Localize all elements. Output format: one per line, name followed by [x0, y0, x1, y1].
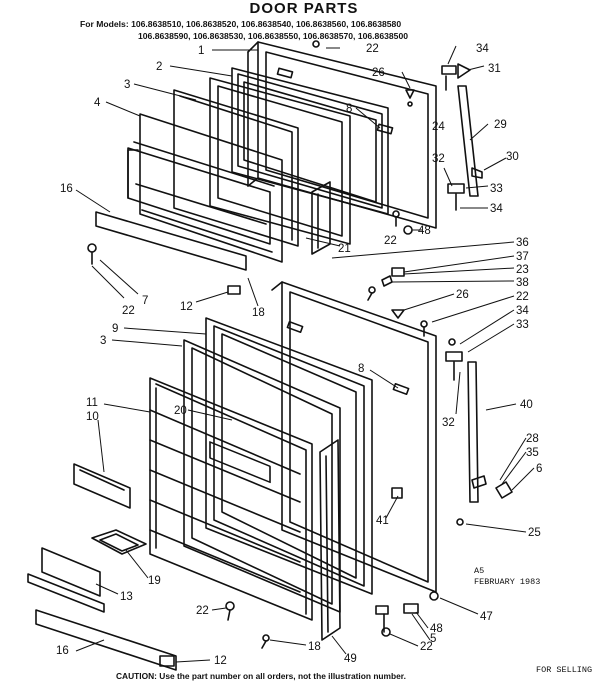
callout-22: 22	[516, 291, 529, 303]
callout-38: 38	[516, 277, 529, 289]
callout-25: 25	[528, 527, 541, 539]
model-list: For Models: 106.8638510, 106.8638520, 10…	[80, 18, 408, 42]
freezer-outer-door-panel	[247, 41, 437, 229]
fresh-food-closure-bar	[467, 361, 487, 503]
callout-34: 34	[516, 305, 529, 317]
fresh-food-shelf-front-bar	[35, 609, 177, 671]
callout-48: 48	[418, 225, 431, 237]
callout-20: 20	[174, 405, 187, 417]
callout-22: 22	[196, 605, 209, 617]
page-title: DOOR PARTS	[249, 0, 359, 17]
callout-36: 36	[516, 237, 529, 249]
callout-24: 24	[432, 121, 445, 133]
leader-lines	[75, 45, 535, 663]
callout-31: 31	[488, 63, 501, 75]
callout-37: 37	[516, 251, 529, 263]
egg-bucket	[91, 529, 147, 555]
callout-29: 29	[494, 119, 507, 131]
callout-8: 8	[346, 103, 352, 115]
callout-47: 47	[480, 611, 493, 623]
callout-21: 21	[338, 243, 351, 255]
caution-note: CAUTION: Use the part number on all orde…	[116, 671, 406, 681]
revision-code: A5	[474, 566, 485, 576]
callout-30: 30	[506, 151, 519, 163]
callout-3: 3	[124, 79, 130, 91]
freezer-small-fasteners	[87, 40, 415, 295]
callout-6: 6	[536, 463, 542, 475]
callout-7: 7	[142, 295, 148, 307]
callout-5: 5	[430, 633, 436, 645]
freezer-door-liner	[173, 89, 299, 247]
callout-40: 40	[520, 399, 533, 411]
callout-28: 28	[526, 433, 539, 445]
fresh-food-door-liner	[149, 377, 313, 621]
door-bucket-front	[27, 547, 105, 613]
callout-33: 33	[490, 183, 503, 195]
callout-12: 12	[214, 655, 227, 667]
fresh-food-door-handle	[319, 439, 341, 641]
callout-12: 12	[180, 301, 193, 313]
freezer-door-shelves	[127, 113, 283, 263]
callout-26: 26	[372, 67, 385, 79]
callout-13: 13	[120, 591, 133, 603]
callout-22: 22	[420, 641, 433, 653]
callout-49: 49	[344, 653, 357, 665]
callout-9: 9	[112, 323, 118, 335]
callout-34: 34	[476, 43, 489, 55]
callout-1: 1	[198, 45, 204, 57]
fresh-food-door-gasket	[205, 317, 373, 595]
callout-32: 32	[442, 417, 455, 429]
callout-16: 16	[56, 645, 69, 657]
callout-19: 19	[148, 575, 161, 587]
callout-10: 10	[86, 411, 99, 423]
callout-35: 35	[526, 447, 539, 459]
freezer-door-breaker-strip	[209, 77, 351, 245]
callout-33: 33	[516, 319, 529, 331]
callout-34: 34	[490, 203, 503, 215]
freezer-upper-hinge	[441, 63, 471, 91]
freezer-door-gasket	[231, 67, 389, 215]
for-selling-note: FOR SELLING	[536, 665, 593, 675]
callout-11: 11	[86, 397, 98, 409]
model-list-line-2: 106.8638590, 106.8638530, 106.8638550, 1…	[138, 31, 409, 41]
callout-22: 22	[122, 305, 135, 317]
callout-2: 2	[156, 61, 162, 73]
callout-41: 41	[376, 515, 389, 527]
callout-3: 3	[100, 335, 106, 347]
callout-26: 26	[456, 289, 469, 301]
model-list-line-1: For Models: 106.8638510, 106.8638520, 10…	[80, 19, 402, 29]
callout-4: 4	[94, 97, 101, 109]
callout-23: 23	[516, 264, 529, 276]
callout-22: 22	[366, 43, 379, 55]
callout-22: 22	[384, 235, 397, 247]
callout-48: 48	[430, 623, 443, 635]
callout-8: 8	[358, 363, 364, 375]
freezer-closure-bar	[457, 85, 483, 197]
callout-18: 18	[252, 307, 265, 319]
revision-date: FEBRUARY 1983	[474, 577, 541, 587]
callout-labels: 1 2 3 4 16 7 22 12 18 21 22 48 22 26 8 2…	[56, 43, 542, 667]
fresh-food-door-shelves	[149, 387, 301, 593]
freezer-lower-hinge	[447, 183, 465, 211]
fresh-food-hinges	[375, 351, 513, 633]
callout-18: 18	[308, 641, 321, 653]
fresh-food-small-fasteners	[159, 267, 464, 667]
callout-16: 16	[60, 183, 73, 195]
revision-stamp: A5 FEBRUARY 1983	[474, 566, 540, 588]
callout-32: 32	[432, 153, 445, 165]
dairy-compartment-door	[73, 463, 131, 509]
freezer-shelf-front-bar	[95, 211, 247, 271]
